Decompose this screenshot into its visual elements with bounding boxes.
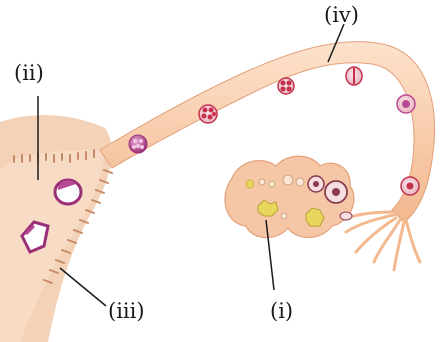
- morula: [129, 135, 147, 153]
- leader-line-iii: [60, 268, 106, 306]
- label-i: (i): [270, 299, 293, 323]
- fimbriae: [342, 212, 420, 270]
- label-ii: (ii): [14, 61, 44, 85]
- ovum-in-fimbriae: [401, 177, 419, 195]
- label-iv: (iv): [324, 3, 359, 27]
- four-cell-stage: [278, 78, 294, 94]
- fertilized-ovum: [397, 95, 415, 113]
- blastocyst: [55, 180, 81, 204]
- eight-cell-stage: [199, 105, 217, 123]
- label-iii: (iii): [108, 299, 145, 323]
- zygote-cell: [346, 67, 362, 85]
